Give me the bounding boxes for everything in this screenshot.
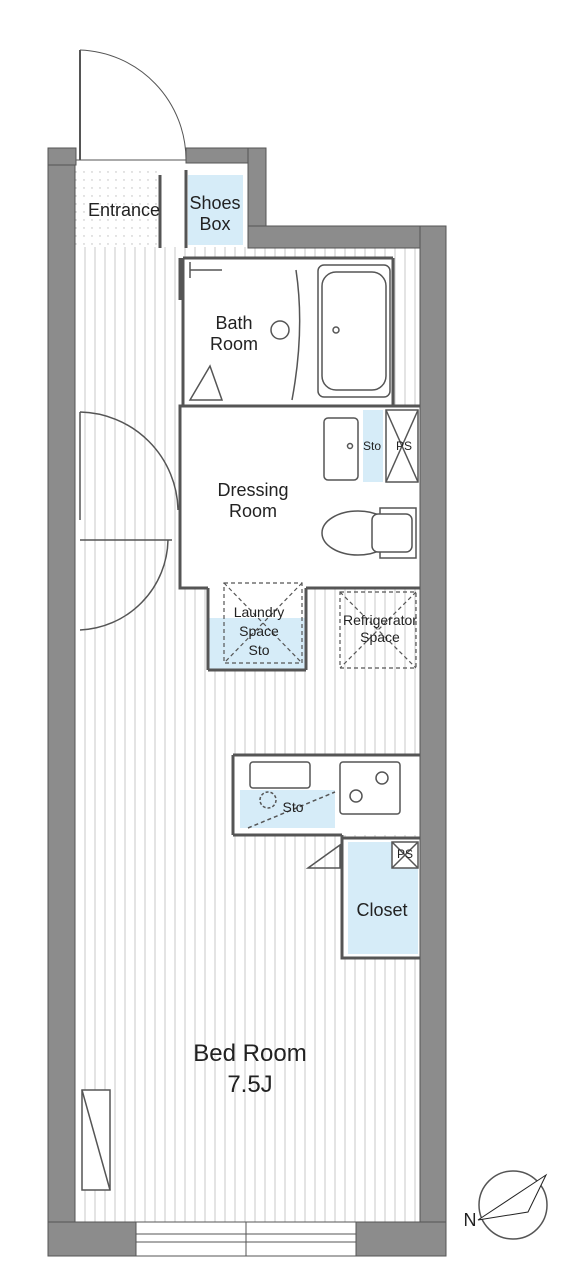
outer-walls <box>47 147 447 1257</box>
shoes-box-fill <box>188 175 243 245</box>
appliance-spaces <box>223 582 417 669</box>
refrigerator-space-label: Refrigerator Space <box>343 612 417 645</box>
north-arrow-icon <box>477 1170 548 1240</box>
sto-kitchen-label: Sto <box>282 799 304 815</box>
bath-room-label: Bath Room <box>209 313 258 355</box>
entrance-door <box>76 49 187 161</box>
bath-door-wedge <box>188 364 224 401</box>
ps-boxes <box>385 409 419 869</box>
bed-room-label: Bed Room 7.5J <box>193 1040 307 1099</box>
bathtub <box>317 264 391 398</box>
sto-dressing-fill <box>363 410 383 482</box>
dressing-room-label: Dressing Room <box>217 480 289 522</box>
kitchen-sto-fill <box>240 790 335 828</box>
bath-fixtures <box>189 262 301 401</box>
sto-dressing-label: Sto <box>362 439 381 453</box>
ps-closet-label: PS <box>396 847 413 861</box>
washbasin <box>323 417 359 481</box>
ps-top-label: PS <box>395 439 412 453</box>
entrance-floor <box>75 165 160 247</box>
shoes-box-label: Shoes Box <box>189 193 241 235</box>
window-bottom <box>135 1221 357 1257</box>
north-label: N <box>463 1210 477 1230</box>
door-swings <box>79 411 341 869</box>
toilet <box>321 507 417 559</box>
entrance-label: Entrance <box>87 200 161 220</box>
laundry-space-label: Laundry Space Sto <box>233 604 285 658</box>
wall-storage <box>81 1089 111 1191</box>
kitchen-fixtures <box>247 761 401 829</box>
closet-label: Closet <box>356 900 408 920</box>
interior-walls <box>158 170 420 960</box>
